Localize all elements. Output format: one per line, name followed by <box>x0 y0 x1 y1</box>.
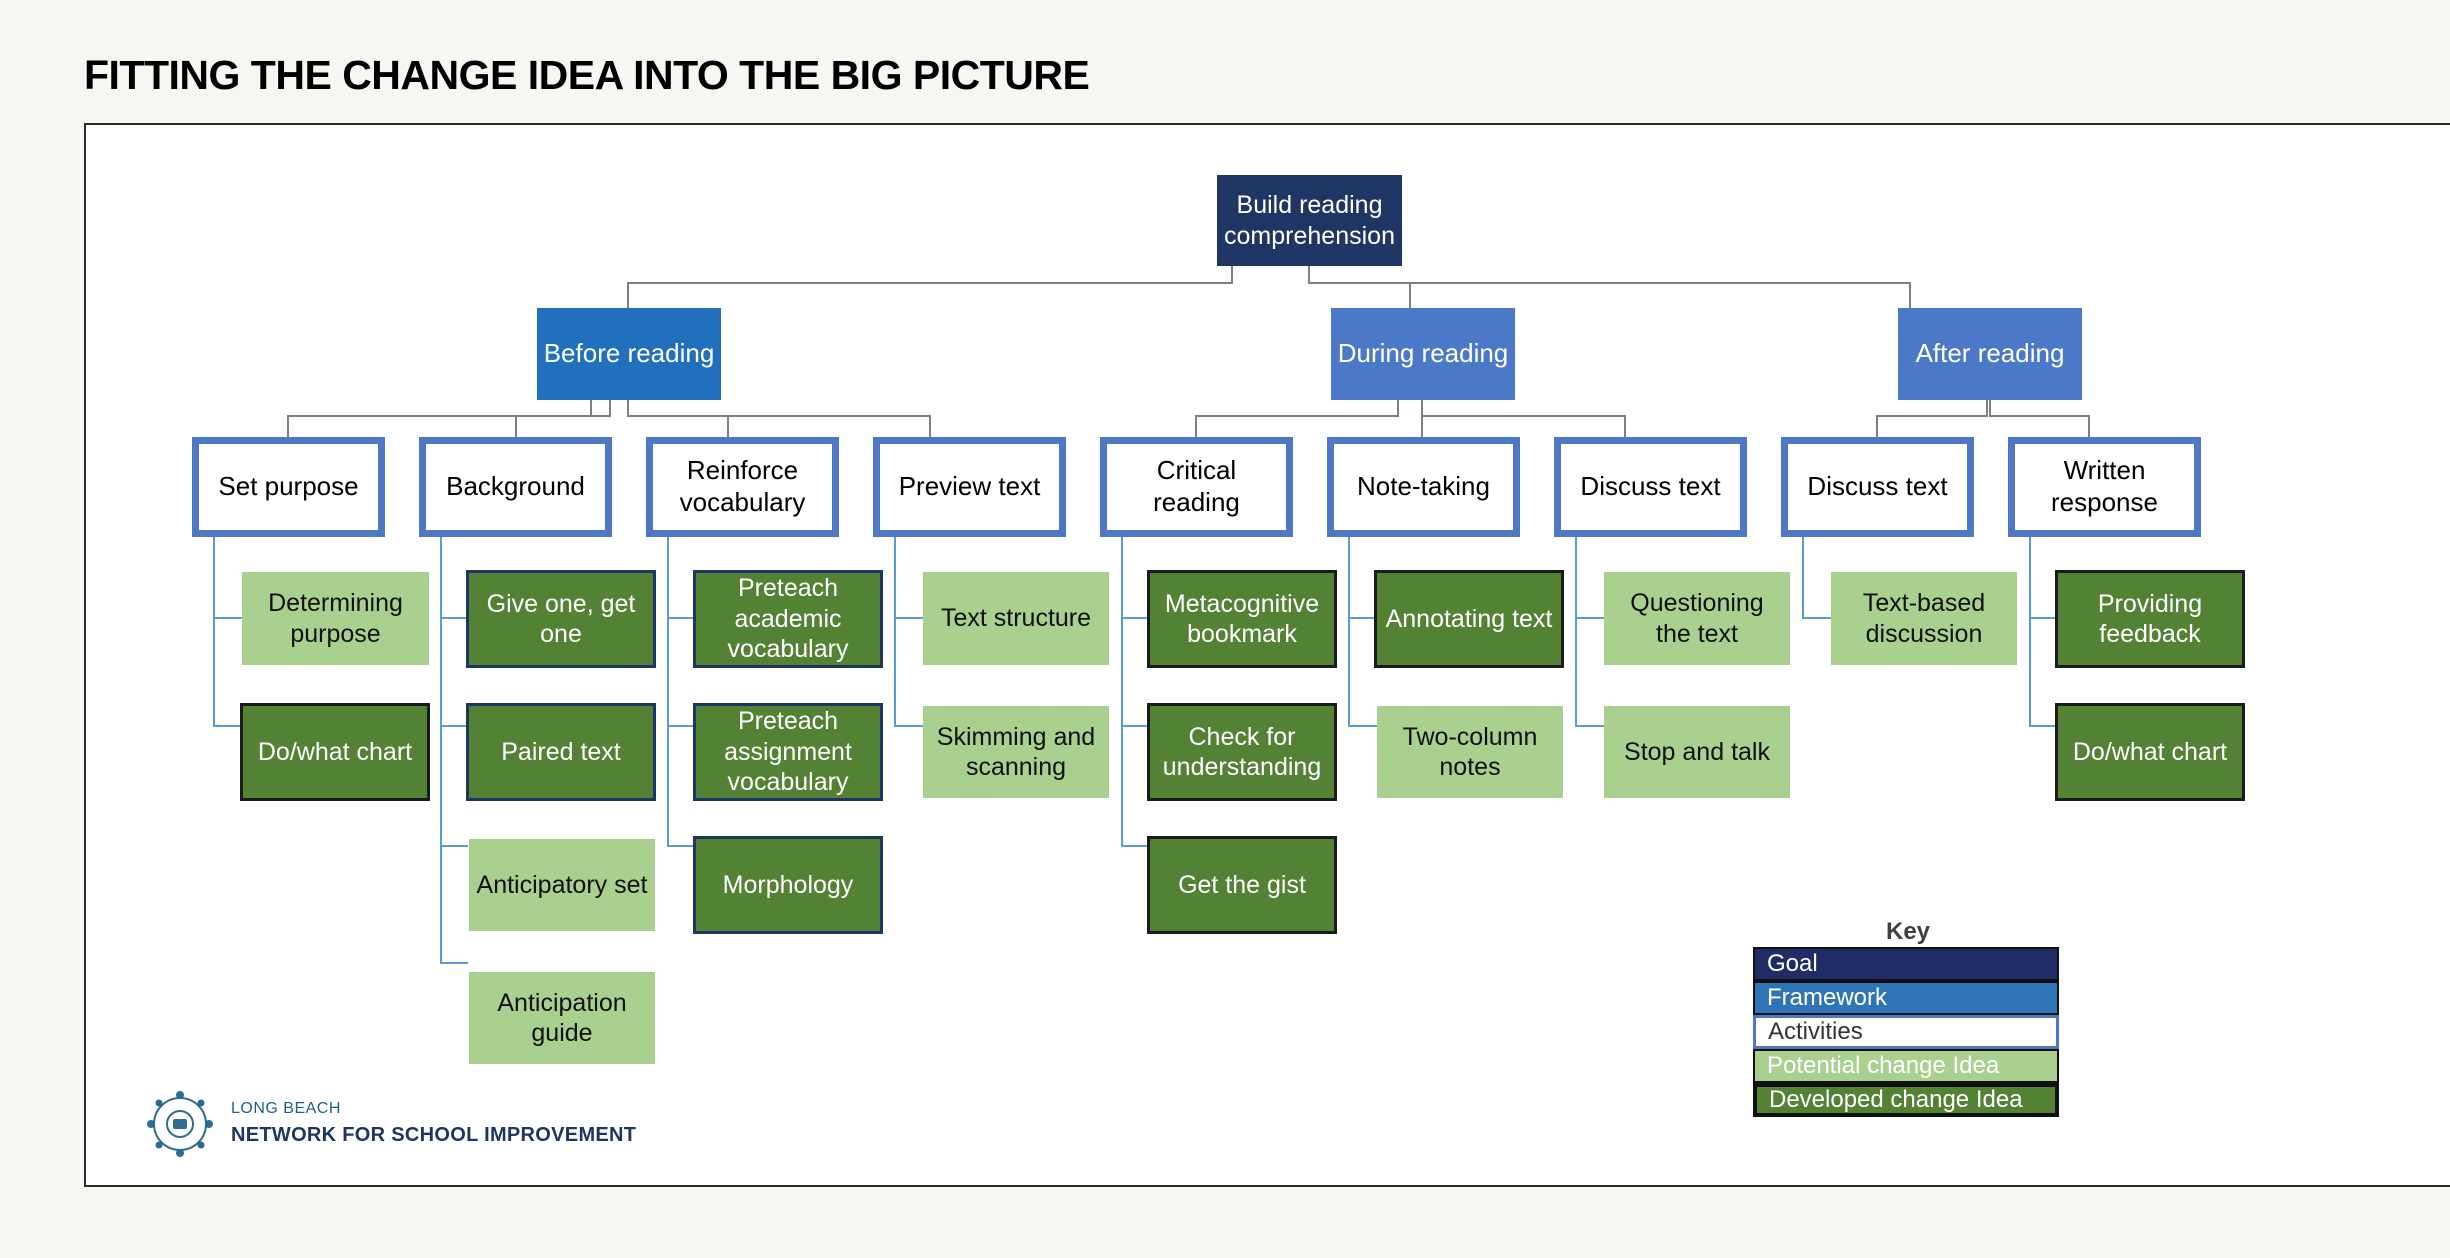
activity-note-taking: Note-taking <box>1327 437 1520 537</box>
idea-stop-and-talk: Stop and talk <box>1604 706 1790 798</box>
idea-text-based-discussion: Text-based discussion <box>1831 572 2017 665</box>
legend-goal: Goal <box>1753 947 2059 981</box>
idea-do-what-chart: Do/what chart <box>240 703 430 801</box>
logo-text-line1: LONG BEACH <box>231 1100 341 1117</box>
activity-written-response: Written response <box>2008 437 2201 537</box>
goal-box: Build reading comprehension <box>1217 175 1402 266</box>
legend-framework: Framework <box>1753 981 2059 1015</box>
activity-background: Background <box>419 437 612 537</box>
legend: Goal Framework Activities Potential chan… <box>1753 947 2059 1117</box>
framework-during-reading: During reading <box>1331 308 1515 400</box>
activity-set-purpose: Set purpose <box>192 437 385 537</box>
legend-developed-change-idea: Developed change Idea <box>1753 1083 2059 1117</box>
framework-after-reading: After reading <box>1898 308 2082 400</box>
idea-get-the-gist: Get the gist <box>1147 836 1337 934</box>
key-title: Key <box>1886 918 1931 945</box>
idea-paired-text: Paired text <box>466 703 656 801</box>
page-title: FITTING THE CHANGE IDEA INTO THE BIG PIC… <box>84 52 1090 98</box>
legend-potential-change-idea: Potential change Idea <box>1753 1049 2059 1083</box>
idea-preteach-academic-vocabulary: Preteach academic vocabulary <box>693 570 883 668</box>
activity-preview-text: Preview text <box>873 437 1066 537</box>
idea-preteach-assignment-vocabulary: Preteach assignment vocabulary <box>693 703 883 801</box>
idea-metacognitive-bookmark: Metacognitive bookmark <box>1147 570 1337 668</box>
idea-do-what-chart-written: Do/what chart <box>2055 703 2245 801</box>
idea-morphology: Morphology <box>693 836 883 934</box>
idea-give-one-get-one: Give one, get one <box>466 570 656 668</box>
legend-activities: Activities <box>1753 1015 2059 1049</box>
idea-anticipation-guide: Anticipation guide <box>469 972 655 1064</box>
framework-before-reading: Before reading <box>537 308 721 400</box>
idea-questioning-the-text: Questioning the text <box>1604 572 1790 665</box>
idea-check-for-understanding: Check for understanding <box>1147 703 1337 801</box>
activity-discuss-text-after: Discuss text <box>1781 437 1974 537</box>
idea-text-structure: Text structure <box>923 572 1109 665</box>
idea-annotating-text: Annotating text <box>1374 570 1564 668</box>
idea-providing-feedback: Providing feedback <box>2055 570 2245 668</box>
activity-discuss-text-during: Discuss text <box>1554 437 1747 537</box>
activity-critical-reading: Critical reading <box>1100 437 1293 537</box>
network-logo-icon <box>147 1091 213 1157</box>
logo-text-line2: NETWORK FOR SCHOOL IMPROVEMENT <box>231 1124 637 1146</box>
activity-reinforce-vocabulary: Reinforce vocabulary <box>646 437 839 537</box>
idea-anticipatory-set: Anticipatory set <box>469 839 655 931</box>
idea-two-column-notes: Two-column notes <box>1377 706 1563 798</box>
idea-skimming-and-scanning: Skimming and scanning <box>923 706 1109 798</box>
idea-determining-purpose: Determining purpose <box>242 572 429 665</box>
